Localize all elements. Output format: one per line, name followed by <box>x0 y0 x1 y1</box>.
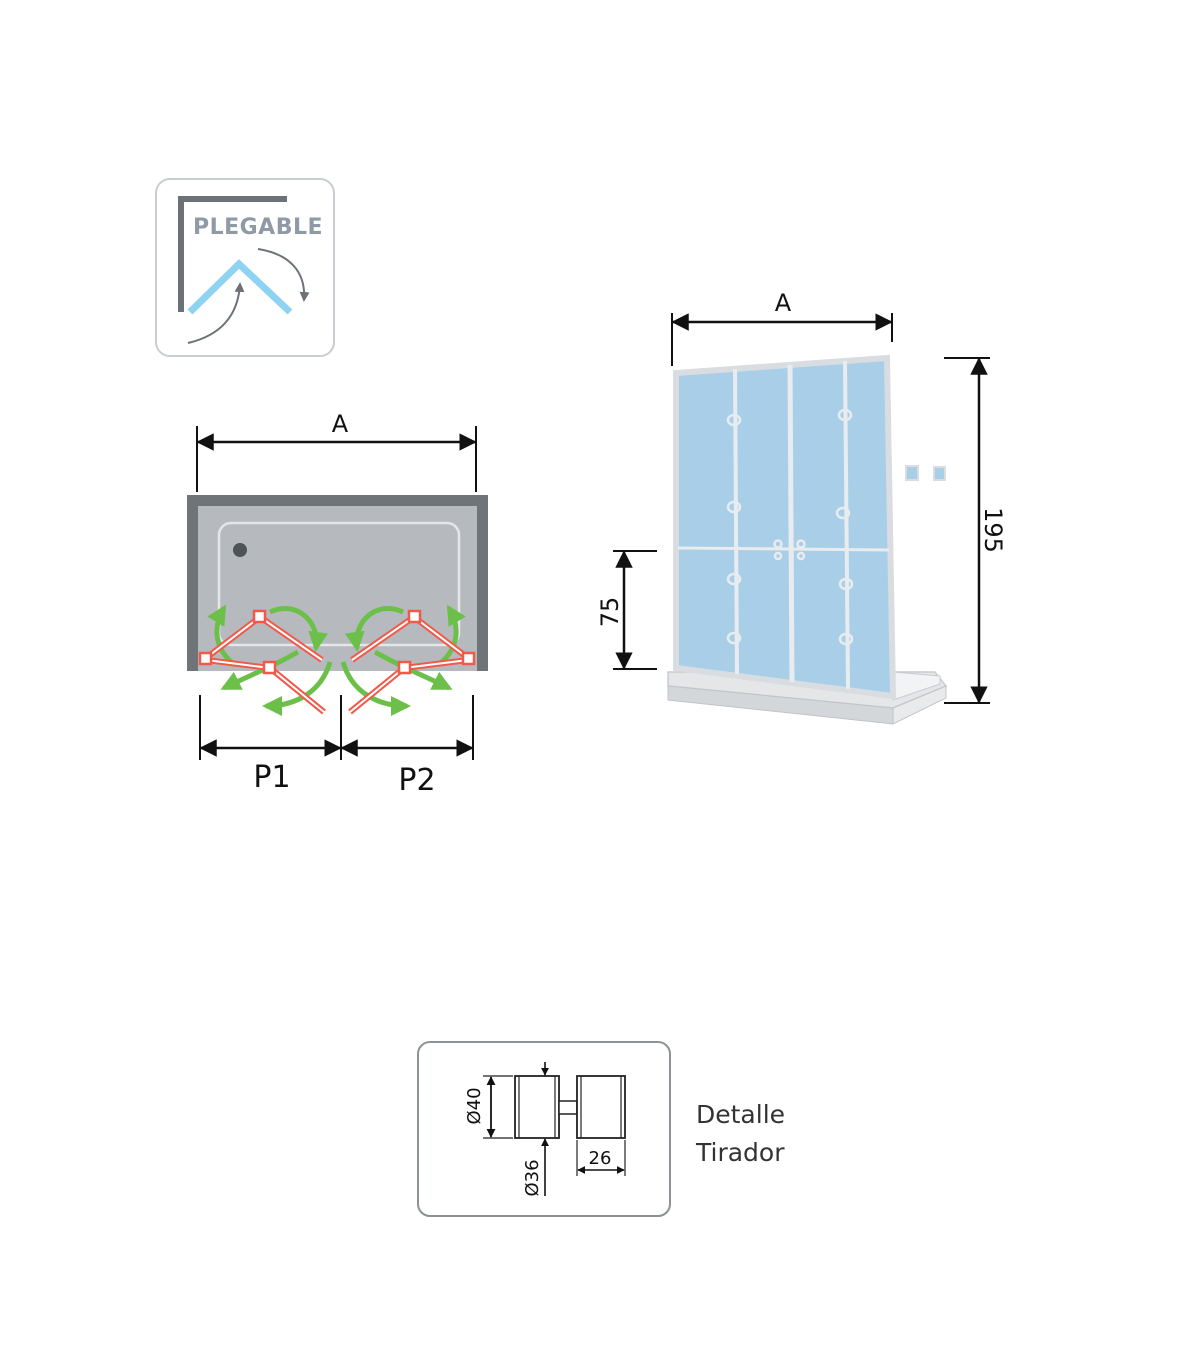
diameter-outer-label: Ø40 <box>464 1087 485 1124</box>
wall-bracket-icon <box>905 465 919 481</box>
elevation-width-label: A <box>775 289 792 317</box>
swing-arrow-icon <box>373 649 453 691</box>
swing-arrow-icon <box>268 605 329 652</box>
hinge-icon <box>726 631 742 645</box>
panel2-label: P2 <box>398 763 435 798</box>
swing-arrow-left-icon <box>187 282 245 344</box>
hinge-icon <box>726 572 742 586</box>
bar-height-label: 75 <box>596 597 624 628</box>
hinge-icon <box>838 577 854 591</box>
swing-arrow-icon <box>220 649 300 691</box>
swing-arrow-icon <box>344 605 405 652</box>
hinge-icon <box>837 408 853 422</box>
folding-door-icon <box>187 259 293 315</box>
drain-icon <box>233 543 247 557</box>
elevation-view: A <box>596 289 1007 725</box>
hinge-icon <box>835 506 851 520</box>
glass-hinges <box>726 408 854 646</box>
caption-line-2: Tirador <box>696 1138 785 1167</box>
tray-basin <box>217 521 461 647</box>
folding-panel-right <box>348 609 476 715</box>
hinge-icon <box>407 609 422 624</box>
hinge-icon <box>397 660 412 675</box>
diameter-inner-label: Ø36 <box>522 1159 543 1196</box>
folding-panel-left <box>198 609 326 715</box>
handle-spindle <box>558 1100 578 1115</box>
plan-view: A <box>187 410 488 798</box>
handle-knob-icon <box>796 539 806 549</box>
wall-bracket-icon <box>933 466 946 481</box>
depth-label: 26 <box>589 1148 612 1169</box>
wall-corner-icon <box>178 196 287 312</box>
swing-arrow-right-icon <box>257 248 310 302</box>
hinge-icon <box>262 660 277 675</box>
handle-knob-icon <box>773 551 783 561</box>
panel1-label: P1 <box>253 760 290 795</box>
badge-label: PLEGABLE <box>193 215 323 240</box>
plan-width-label: A <box>332 410 349 438</box>
height-label: 195 <box>979 507 1007 553</box>
caption-line-1: Detalle <box>696 1100 786 1129</box>
knob-outer <box>514 1075 560 1139</box>
glass-screen <box>673 354 897 700</box>
handle-knob-icon <box>796 551 806 561</box>
hinge-icon <box>461 651 476 666</box>
hinge-icon <box>726 413 742 427</box>
swing-arrow-icon <box>340 661 411 716</box>
hinge-icon <box>726 500 742 514</box>
handle-detail-caption: Detalle Tirador <box>696 1096 785 1172</box>
hinge-icon <box>838 632 854 646</box>
hinge-icon <box>252 609 267 624</box>
shower-tray <box>198 506 477 671</box>
hinge-icon <box>198 651 213 666</box>
plegable-badge: PLEGABLE <box>155 178 335 357</box>
handle-detail: Ø40 Ø36 26 <box>417 1041 671 1217</box>
handle-knob-icon <box>773 539 783 549</box>
knob-inner <box>576 1075 626 1139</box>
